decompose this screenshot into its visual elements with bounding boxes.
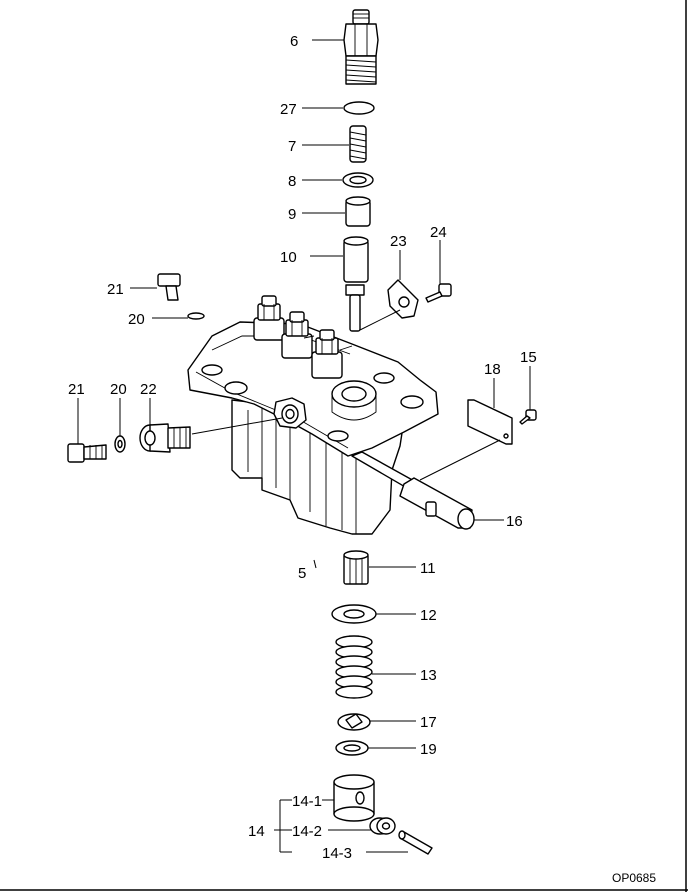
- part-15-screw: [519, 409, 537, 425]
- part-16-control-rack: [351, 451, 475, 530]
- callout-17: 17: [420, 714, 437, 731]
- figure-code: OP0685: [612, 871, 656, 885]
- part-12-spring-seat: [331, 604, 377, 624]
- callout-11: 11: [420, 560, 436, 577]
- callout-27: 27: [280, 101, 297, 118]
- part-19-shim: [335, 740, 369, 756]
- callout-21-upper: 21: [107, 281, 124, 298]
- part-20-washer-lower: [114, 435, 126, 453]
- part-6-delivery-valve-holder: [343, 9, 379, 85]
- part-17-lower-seat: [337, 713, 371, 731]
- callout-12: 12: [420, 607, 437, 624]
- callout-23: 23: [390, 233, 407, 250]
- part-21-bolt-lower: [67, 443, 107, 463]
- callout-18: 18: [484, 361, 501, 378]
- part-7-delivery-valve-spring: [349, 125, 367, 163]
- callout-6: 6: [290, 33, 298, 50]
- callout-9: 9: [288, 206, 296, 223]
- callout-10: 10: [280, 249, 297, 266]
- part-5-pump-housing: [187, 295, 439, 535]
- part-14-3-pin: [398, 830, 433, 855]
- callout-13: 13: [420, 667, 437, 684]
- callout-14: 14: [248, 823, 265, 840]
- part-23-clamp: [387, 279, 419, 319]
- callout-14-3: 14-3: [322, 845, 352, 862]
- callout-21-lower: 21: [68, 381, 85, 398]
- part-14-2-roller: [369, 817, 396, 835]
- part-13-plunger-spring: [335, 635, 373, 699]
- part-14-1-tappet-body: [333, 774, 375, 822]
- part-22-banjo-bolt: [139, 423, 191, 453]
- part-8-gasket: [342, 172, 374, 188]
- part-20-washer-upper: [187, 312, 205, 320]
- callout-8: 8: [288, 173, 296, 190]
- callout-19: 19: [420, 741, 437, 758]
- callout-7: 7: [288, 138, 296, 155]
- callout-14-2: 14-2: [292, 823, 322, 840]
- callout-14-1: 14-1: [292, 793, 322, 810]
- callout-20-lower: 20: [110, 381, 127, 398]
- part-27-o-ring: [343, 101, 375, 115]
- part-18-plate: [467, 399, 513, 445]
- part-10-plunger: [343, 236, 369, 332]
- callout-5: 5: [298, 565, 306, 582]
- part-11-roller-tappet: [343, 550, 369, 585]
- callout-16: 16: [506, 513, 523, 530]
- part-9-delivery-valve: [345, 196, 371, 227]
- callout-22: 22: [140, 381, 157, 398]
- part-21-bolt-upper: [157, 273, 181, 301]
- part-24-screw: [425, 283, 452, 303]
- callout-20-upper: 20: [128, 311, 145, 328]
- callout-15: 15: [520, 349, 537, 366]
- callout-24: 24: [430, 224, 447, 241]
